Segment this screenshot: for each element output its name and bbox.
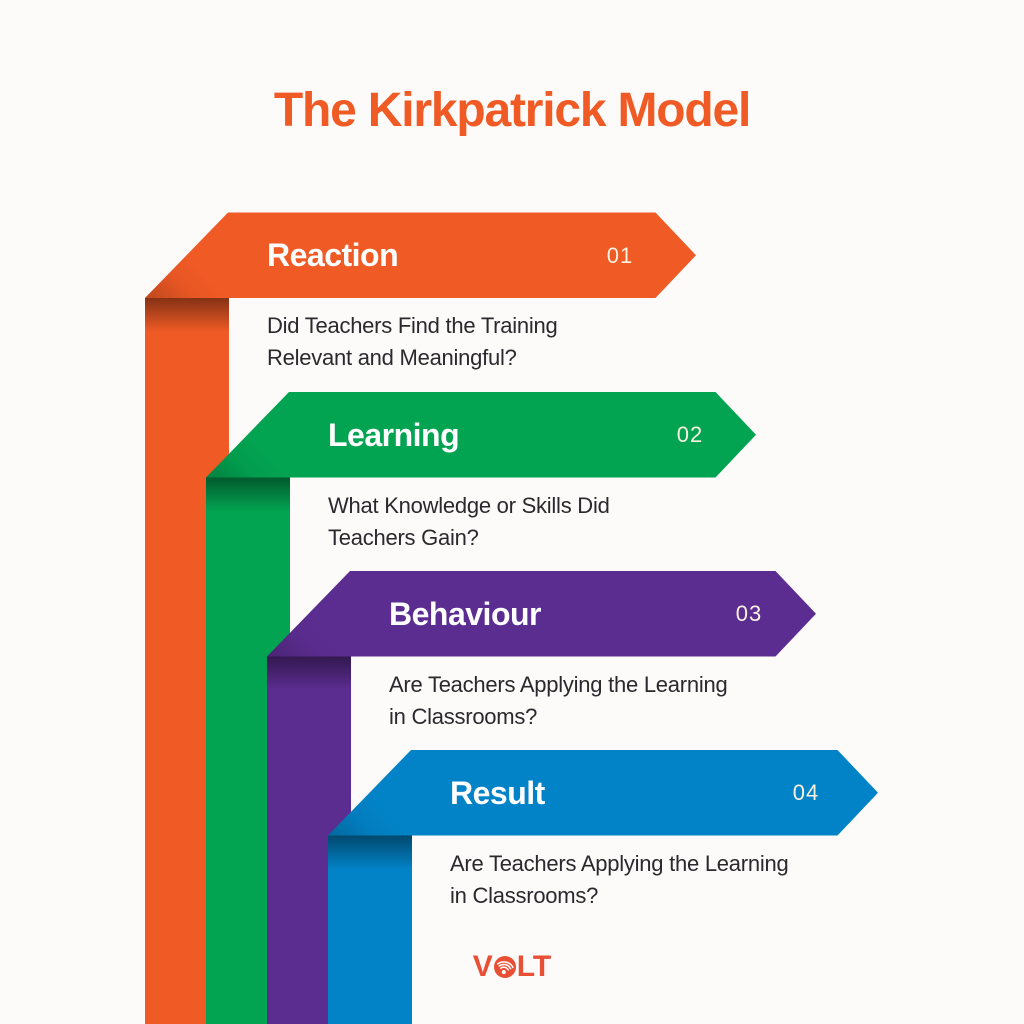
banner-slant-shadow-learning [206, 392, 289, 478]
level-group-behaviour [267, 571, 816, 1024]
ribbon-fold-shadow-reaction [145, 298, 229, 332]
banner-slant-shadow-result [328, 750, 411, 836]
ribbon-fold-shadow-learning [206, 477, 290, 512]
level-group-result [328, 750, 878, 1024]
banner-arrow-behaviour [267, 571, 816, 657]
ribbon-fold-shadow-behaviour [267, 656, 351, 691]
banner-arrow-result [328, 750, 878, 836]
banner-arrow-reaction [145, 212, 696, 298]
ribbon-fold-shadow-result [328, 835, 412, 870]
banner-arrow-learning [206, 392, 756, 478]
banner-slant-shadow-reaction [145, 212, 228, 298]
level-group-learning [206, 392, 756, 1024]
banner-slant-shadow-behaviour [267, 571, 350, 657]
